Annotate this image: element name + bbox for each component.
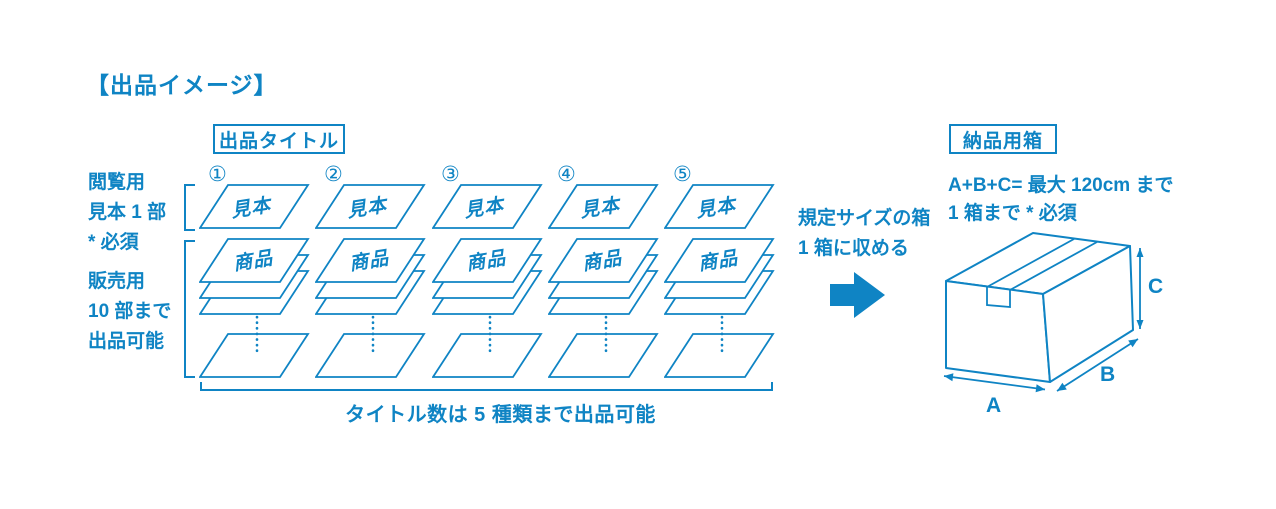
- column-number: ④: [557, 163, 576, 186]
- arrowhead-icon: [1035, 384, 1045, 393]
- box-lid-seam: [986, 238, 1098, 291]
- shipping-box-note: A+B+C= 最大 120cm まで 1 箱まで * 必須: [948, 172, 1173, 228]
- overflow-sheet: [199, 333, 310, 378]
- product-stack: 商品: [431, 238, 543, 315]
- shipping-box-note-line: A+B+C= 最大 120cm まで: [948, 175, 1174, 196]
- column-number: ⑤: [673, 163, 692, 186]
- selling-note: 販売用 10 部まで 出品可能: [88, 267, 171, 357]
- listing-column-3: ③ 見本 商品: [431, 163, 543, 378]
- box-front-face: [945, 280, 1051, 383]
- arrowhead-icon: [1057, 382, 1067, 391]
- columns-span-bracket: [200, 382, 773, 391]
- overflow-sheet: [547, 333, 659, 378]
- selling-row-bracket: [184, 240, 195, 378]
- product-stack: 商品: [547, 238, 659, 315]
- shipping-box-note-line: 1 箱まで * 必須: [948, 203, 1077, 224]
- selling-note-line: 出品可能: [88, 331, 165, 352]
- arrowhead-icon: [1136, 320, 1144, 329]
- listing-column-2: ② 見本 商品: [315, 163, 426, 378]
- listing-column-4: ④ 見本 商品: [547, 163, 659, 378]
- listing-column-1: ① 見本 商品: [199, 163, 310, 378]
- sample-sheet: [199, 184, 310, 229]
- overflow-sheet: [315, 333, 426, 378]
- viewing-note-line: 閲覧用: [88, 172, 146, 193]
- dimension-c-label: C: [1148, 275, 1163, 298]
- dimension-b-arrow: [1056, 338, 1139, 392]
- overflow-sheet: [664, 333, 775, 378]
- arrowhead-icon: [1128, 339, 1138, 348]
- sample-sheet: [315, 184, 426, 229]
- dimension-a-arrow: [943, 375, 1046, 391]
- product-stack: 商品: [315, 238, 426, 315]
- transfer-note-line: 1 箱に収める: [798, 238, 909, 259]
- listing-title-label: 出品タイトル: [213, 124, 345, 154]
- viewing-note-line: * 必須: [88, 232, 139, 253]
- box-lid-tab: [986, 287, 1011, 308]
- viewing-row-bracket: [184, 184, 195, 231]
- transfer-note-line: 規定サイズの箱: [798, 208, 931, 229]
- right-arrow-icon: [830, 272, 885, 318]
- transfer-note: 規定サイズの箱 1 箱に収める: [798, 204, 930, 264]
- viewing-note-line: 見本 1 部: [88, 202, 167, 223]
- sample-sheet: [431, 184, 543, 229]
- selling-note-line: 販売用: [88, 271, 146, 292]
- arrowhead-icon: [1136, 248, 1144, 257]
- product-stack: 商品: [664, 238, 775, 315]
- column-number: ②: [324, 163, 343, 186]
- page-title: 【出品イメージ】: [86, 72, 278, 98]
- product-stack: 商品: [199, 238, 310, 315]
- shipping-box-label: 納品用箱: [949, 124, 1057, 154]
- sample-sheet: [664, 184, 775, 229]
- dimension-a-label: A: [986, 394, 1001, 417]
- selling-note-line: 10 部まで: [88, 301, 172, 322]
- listing-column-5: ⑤ 見本 商品: [664, 163, 775, 378]
- box-right-face: [1042, 245, 1134, 383]
- titles-limit-note: タイトル数は 5 種類まで出品可能: [345, 404, 656, 426]
- delivery-box-illustration: A B C: [943, 232, 1163, 417]
- column-number: ③: [441, 163, 460, 186]
- listing-columns: ① 見本 商品 ② 見本 商品: [199, 162, 776, 384]
- overflow-sheet: [431, 333, 543, 378]
- dimension-b-label: B: [1100, 363, 1115, 386]
- arrowhead-icon: [944, 373, 954, 382]
- sample-sheet: [547, 184, 659, 229]
- viewing-note: 閲覧用 見本 1 部 * 必須: [88, 168, 166, 258]
- column-number: ①: [208, 163, 227, 186]
